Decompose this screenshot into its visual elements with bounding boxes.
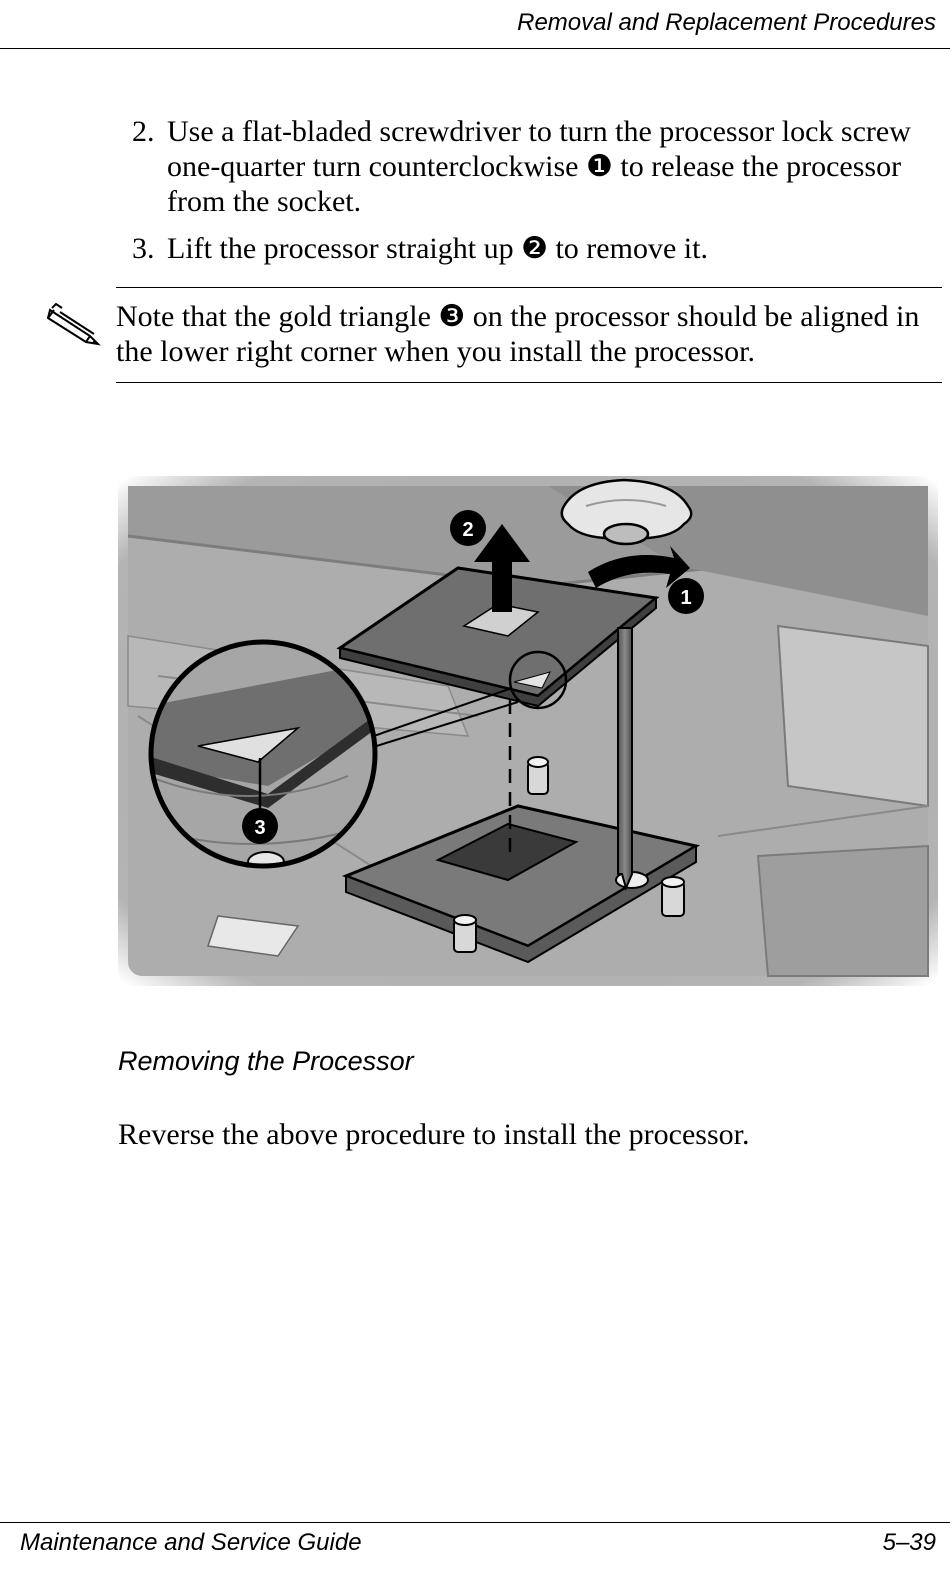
footer-guide-title: Maintenance and Service Guide: [20, 1529, 362, 1556]
page-header: Removal and Replacement Procedures: [0, 0, 950, 49]
callout-3-label: 3: [254, 817, 265, 839]
install-instruction: Reverse the above procedure to install t…: [118, 1118, 750, 1151]
callout-1-label: 1: [680, 587, 691, 609]
footer-page-number: 5–39: [882, 1529, 936, 1556]
procedure-steps: 2. Use a flat-bladed screwdriver to turn…: [132, 114, 940, 278]
step-3: 3. Lift the processor straight up ❷ to r…: [132, 231, 940, 266]
pencil-icon: [46, 302, 101, 346]
step-text: Lift the processor straight up ❷ to remo…: [167, 232, 708, 265]
page-footer: Maintenance and Service Guide 5–39: [0, 1522, 950, 1569]
step-number: 3.: [132, 232, 155, 265]
step-text: Use a flat-bladed screwdriver to turn th…: [167, 115, 911, 218]
step-2: 2. Use a flat-bladed screwdriver to turn…: [132, 114, 940, 219]
note-box: Note that the gold triangle ❸ on the pro…: [46, 287, 942, 383]
callout-2: 2: [450, 510, 486, 546]
callout-2-label: 2: [462, 519, 473, 541]
step-number: 2.: [132, 115, 155, 148]
callout-1: 1: [668, 578, 704, 614]
processor-removal-illustration: 1 2 3: [118, 476, 938, 986]
figure-caption: Removing the Processor: [118, 1046, 414, 1076]
header-title: Removal and Replacement Procedures: [517, 9, 936, 36]
note-text: Note that the gold triangle ❸ on the pro…: [116, 300, 920, 368]
callout-3: 3: [242, 808, 278, 844]
